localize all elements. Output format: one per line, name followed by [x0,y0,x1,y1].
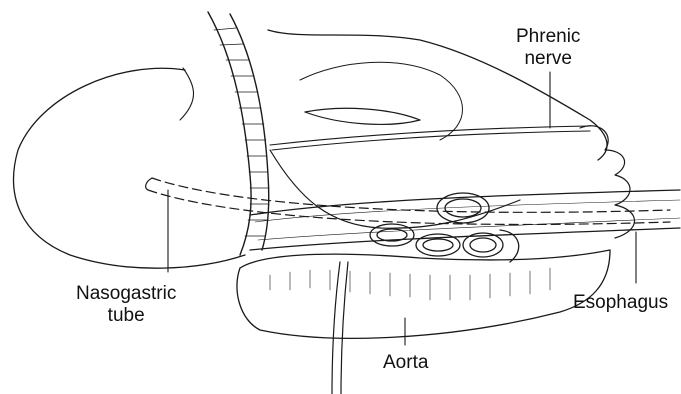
aorta-upper [240,250,610,268]
nasogastric-label-line2: tube [76,305,176,327]
nasogastric-label-line1: Nasogastric [76,283,176,305]
lung-opening-lower [305,112,420,124]
esophagus-label: Esophagus [573,292,668,314]
left-organ-top-lobe [180,68,194,120]
nasogastric-tube-tip [146,178,152,190]
phrenic-label-line1: Phrenic [516,26,580,48]
drain-tube-left [332,262,340,394]
aorta-lower [237,250,610,338]
lymph-nodes [370,193,519,262]
aorta-label-text: Aorta [383,352,428,374]
phrenic-label-line2: nerve [516,48,580,70]
chest-wall-hatching [214,28,269,236]
esophagus-hatch-lines [255,200,680,240]
drain-tube-right [341,262,348,394]
left-organ-outline [14,68,245,268]
phrenic-nerve-label: Phrenic nerve [516,26,580,70]
esophagus-label-text: Esophagus [573,292,668,314]
lung-inner-fold [300,62,463,140]
nasogastric-tube-label: Nasogastric tube [76,283,176,327]
aorta-label: Aorta [383,352,428,374]
aorta-hatching [270,268,550,300]
nasogastric-tube-upper [152,178,670,212]
lung-opening-upper [305,108,420,120]
phrenic-nerve [270,126,590,145]
